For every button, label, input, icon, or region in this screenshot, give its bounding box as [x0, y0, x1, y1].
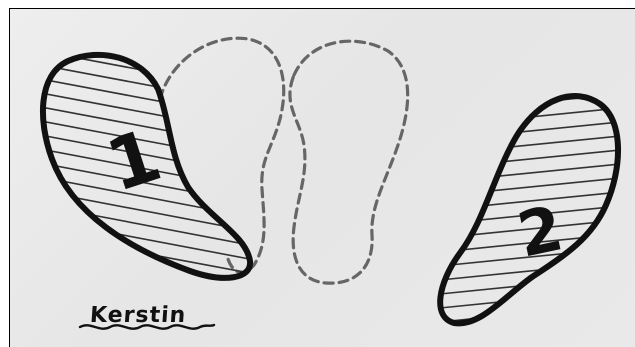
footprint-number-one: 1 — [97, 113, 171, 208]
footprints-drawing: 1 — [10, 9, 635, 347]
drawing-paper: 1 — [9, 8, 635, 347]
footprint-number-two: 2 — [511, 191, 568, 271]
dashed-footprint-right — [290, 41, 408, 283]
dashed-footprint-left — [160, 38, 284, 272]
artist-signature: Kerstin — [89, 303, 187, 328]
